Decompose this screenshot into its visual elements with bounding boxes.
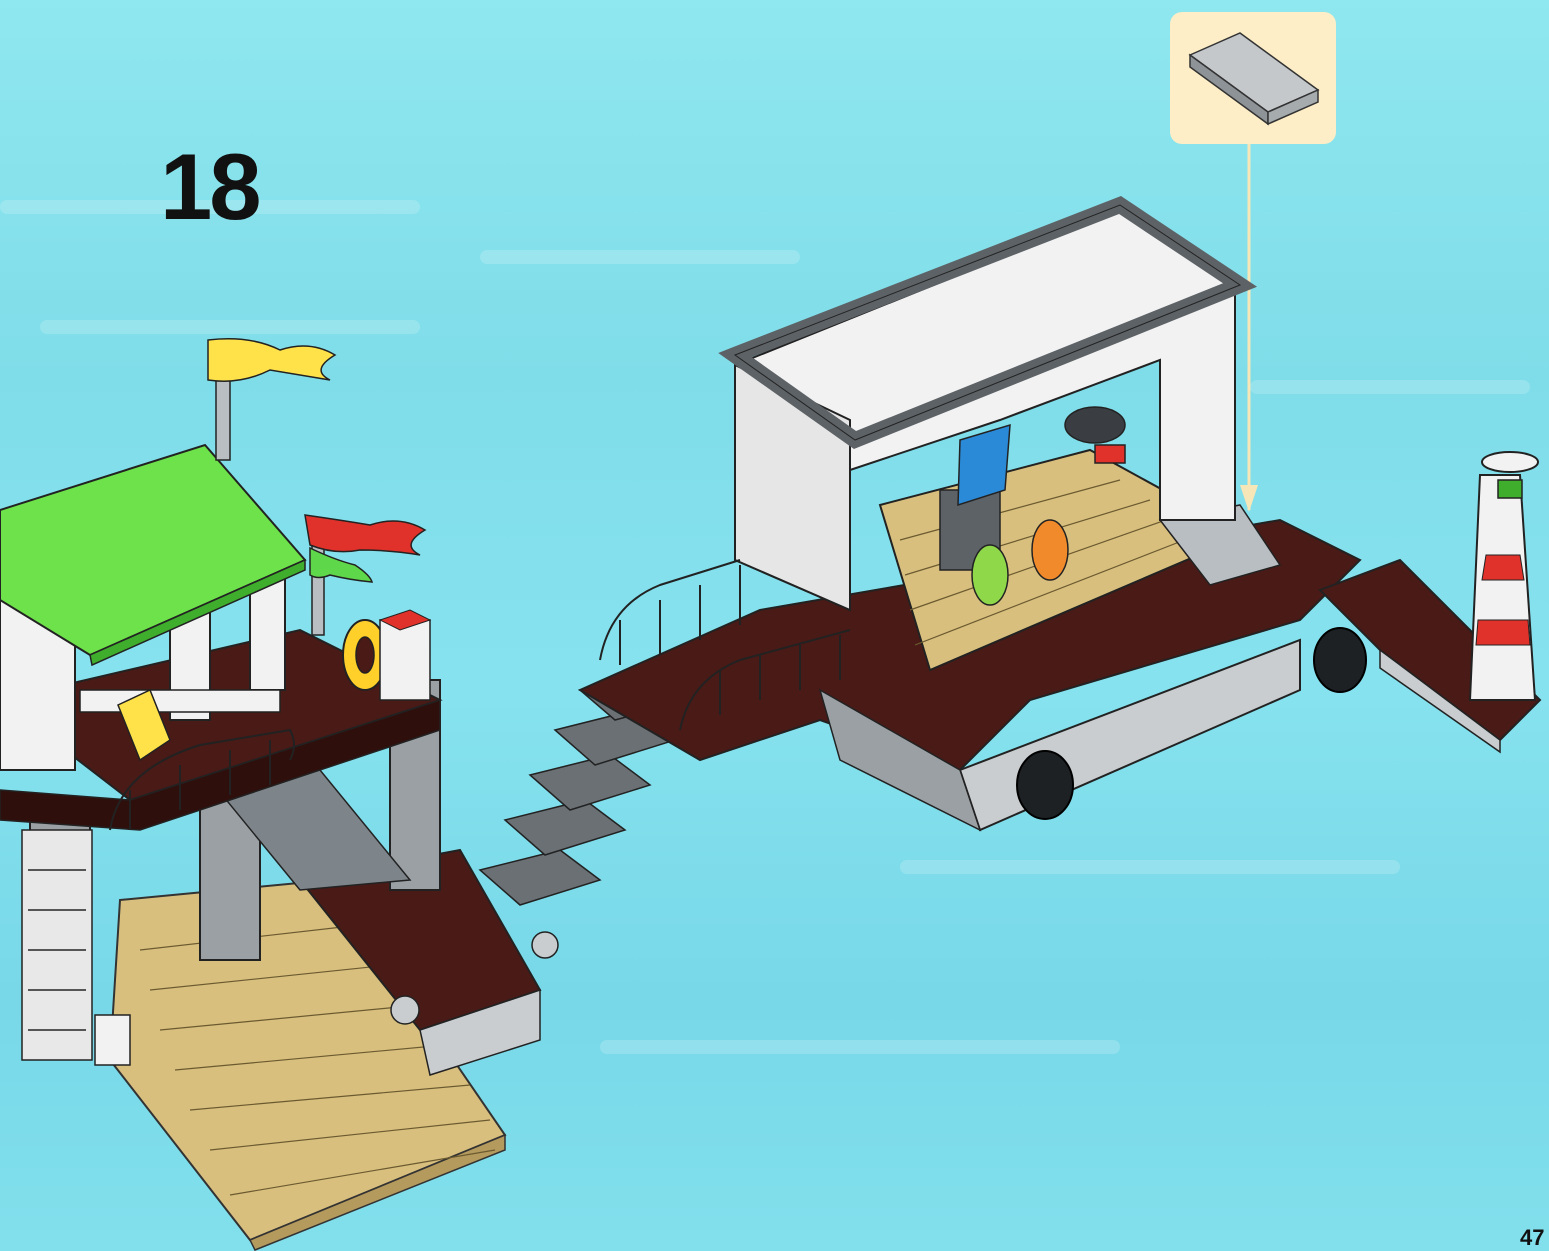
boathouse-platform (580, 205, 1540, 830)
tile-part-icon (1190, 33, 1318, 124)
placement-arrow (1240, 144, 1258, 512)
lifeguard-tower (0, 339, 558, 1250)
page-number: 47 (1520, 1225, 1544, 1251)
